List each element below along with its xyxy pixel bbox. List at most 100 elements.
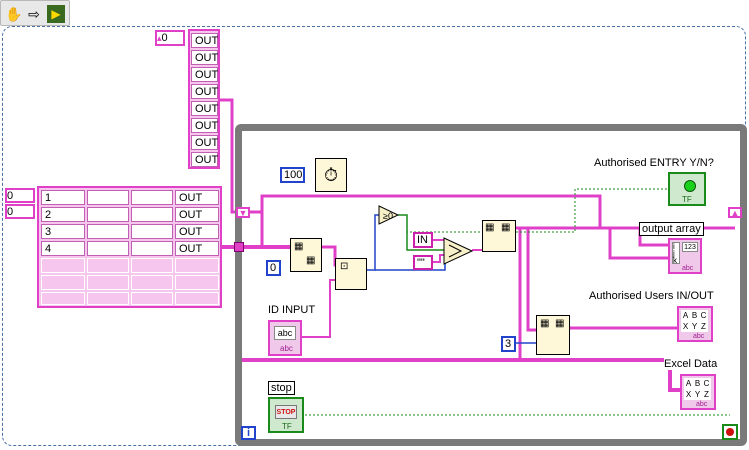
wire-bool2 bbox=[406, 215, 483, 233]
table-cell-id: 3 bbox=[41, 224, 85, 239]
table-letter: Y bbox=[693, 389, 702, 400]
table-array-constant[interactable]: 1 OUT 2 OUT 3 OUT 4 OUT bbox=[37, 186, 222, 308]
array-icon: ▦ bbox=[485, 222, 495, 233]
table-cell-empty bbox=[87, 224, 129, 239]
select-node[interactable] bbox=[443, 237, 474, 265]
output-array-indicator[interactable]: i j k 123 abc bbox=[668, 238, 702, 274]
lightbulb-icon[interactable]: ▶ bbox=[47, 5, 65, 23]
index-array-node-2[interactable]: ▦ ▦ bbox=[536, 315, 570, 355]
loop-condition-terminal[interactable] bbox=[722, 424, 738, 440]
array-icon: ▦ bbox=[306, 255, 316, 266]
table-cell-blank bbox=[41, 258, 85, 273]
table-letter: A bbox=[684, 378, 693, 389]
table-cell-empty bbox=[131, 207, 173, 222]
stop-sub: TF bbox=[282, 422, 292, 431]
table-letter: C bbox=[702, 378, 711, 389]
replace-subset-node[interactable]: ▦ ▦ bbox=[482, 220, 516, 252]
bool-sub: TF bbox=[682, 195, 692, 204]
search-icon: ⊡ bbox=[340, 261, 349, 272]
array-index-top[interactable]: ▴0 bbox=[155, 30, 185, 46]
table-letter: X bbox=[684, 389, 693, 400]
out-cell: OUT bbox=[191, 33, 218, 48]
out-cell: OUT bbox=[191, 50, 218, 65]
table-cell-blank bbox=[87, 275, 129, 290]
authorised-users-label: Authorised Users IN/OUT bbox=[589, 290, 714, 302]
arrow-right-icon[interactable]: ⇨ bbox=[28, 6, 40, 22]
empty-string-constant[interactable]: "" bbox=[413, 255, 433, 270]
table-sub: abc bbox=[693, 333, 705, 340]
loop-tunnel bbox=[234, 242, 244, 252]
column-index-constant[interactable]: 3 bbox=[501, 336, 516, 352]
out-cell: OUT bbox=[191, 67, 218, 82]
table-letter: C bbox=[699, 310, 708, 321]
array-index-row[interactable]: 0 bbox=[5, 188, 35, 203]
table-cell-blank bbox=[131, 275, 173, 290]
table-cell-empty bbox=[131, 224, 173, 239]
table-cell-empty bbox=[87, 190, 129, 205]
shift-register-right[interactable]: ▲ bbox=[728, 207, 742, 218]
row-label: j bbox=[673, 249, 675, 258]
table-cell-id: 2 bbox=[41, 207, 85, 222]
table-cell-empty bbox=[87, 241, 129, 256]
table-letter: Y bbox=[690, 321, 699, 332]
table-letter: B bbox=[690, 310, 699, 321]
array-icon: ▦ bbox=[294, 241, 304, 252]
table-letter: Z bbox=[702, 389, 711, 400]
stop-button-terminal[interactable]: STOP TF bbox=[268, 397, 304, 433]
table-cell-blank bbox=[41, 292, 85, 305]
array-index-col[interactable]: 0 bbox=[5, 204, 35, 219]
while-loop[interactable] bbox=[235, 124, 747, 446]
table-cell-blank bbox=[131, 292, 173, 305]
authorised-entry-indicator[interactable]: TF bbox=[668, 172, 706, 206]
in-string-constant[interactable]: IN bbox=[413, 232, 433, 248]
excel-data-label: Excel Data bbox=[664, 358, 718, 370]
wait-ms-constant[interactable]: 100 bbox=[280, 167, 305, 183]
table-cell-blank bbox=[87, 292, 129, 305]
index-value: 0 bbox=[7, 206, 14, 218]
stop-button-face: STOP bbox=[275, 405, 297, 419]
wire-to-index2 bbox=[526, 228, 538, 332]
index-value: 0 bbox=[7, 190, 14, 202]
table-cell-blank bbox=[175, 258, 219, 273]
array-icon: ▦ bbox=[501, 222, 511, 233]
led-icon bbox=[684, 180, 696, 192]
row-label: k bbox=[673, 256, 677, 265]
compare-node[interactable]: ≥0 bbox=[378, 205, 400, 225]
search-array-node[interactable]: ⊡ bbox=[335, 258, 367, 290]
id-input-sub: abc bbox=[280, 344, 293, 353]
metronome-icon[interactable]: ⏱ bbox=[315, 158, 347, 192]
table-cell-id: 4 bbox=[41, 241, 85, 256]
table-cell-id: 1 bbox=[41, 190, 85, 205]
table-cell-empty bbox=[131, 241, 173, 256]
table-cell-blank bbox=[41, 275, 85, 290]
id-input-terminal[interactable]: abc abc bbox=[268, 320, 302, 356]
table-letter: A bbox=[681, 310, 690, 321]
hand-icon[interactable]: ✋ bbox=[5, 6, 23, 22]
table-cell-blank bbox=[131, 258, 173, 273]
out-cell: OUT bbox=[191, 135, 218, 150]
out-cell: OUT bbox=[191, 118, 218, 133]
output-array-rows: i j k bbox=[672, 242, 680, 265]
output-array-label: output array bbox=[639, 222, 704, 236]
output-array-sub: abc bbox=[682, 265, 694, 272]
table-cell-blank bbox=[87, 258, 129, 273]
table-cell-status: OUT bbox=[175, 241, 219, 256]
table-letter: B bbox=[693, 378, 702, 389]
stop-label: stop bbox=[268, 381, 295, 395]
array-icon: ▦ bbox=[540, 318, 550, 329]
table-cell-blank bbox=[175, 275, 219, 290]
index-zero-constant[interactable]: 0 bbox=[266, 260, 281, 276]
table-letter: X bbox=[681, 321, 690, 332]
table-cell-blank bbox=[175, 292, 219, 305]
index-array-node[interactable]: ▦ ▦ bbox=[290, 238, 322, 272]
array-icon: ▦ bbox=[555, 318, 565, 329]
out-array-constant[interactable]: OUT OUT OUT OUT OUT OUT OUT OUT bbox=[188, 29, 220, 169]
wire-entry bbox=[500, 188, 668, 233]
table-cell-empty bbox=[87, 207, 129, 222]
svg-text:≥0: ≥0 bbox=[383, 211, 393, 221]
shift-register-left[interactable]: ▼ bbox=[236, 207, 250, 218]
